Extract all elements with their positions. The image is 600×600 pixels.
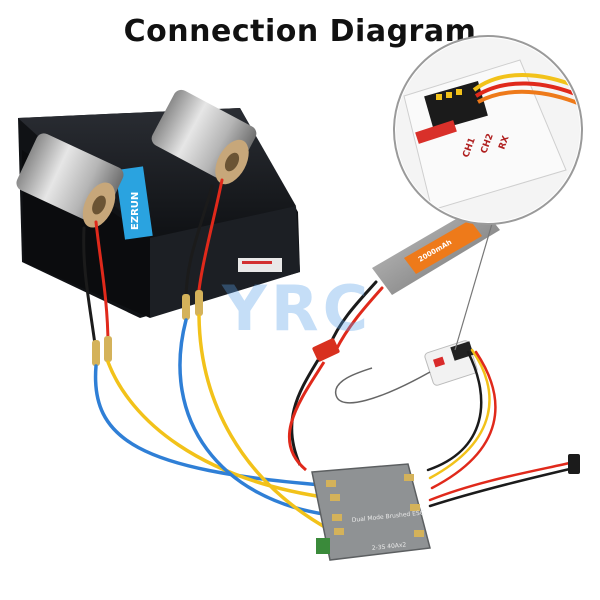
box-sticker [238, 258, 282, 272]
bullet-connectors [92, 290, 203, 366]
battery-leads [328, 280, 384, 352]
receiver [424, 340, 478, 386]
motor-right [151, 89, 257, 185]
esc-board: Dual Mode Brushed ESC 2-3S 40Ax2 [311, 463, 431, 561]
esc-motor-wires [93, 314, 332, 532]
switch-harness [428, 460, 576, 508]
t-plug [312, 338, 340, 362]
box-brand-strip [115, 166, 153, 240]
receiver-antenna [335, 367, 431, 404]
inset-label-rx: RX [497, 135, 511, 152]
signal-wires [426, 348, 497, 490]
motor-wires [82, 178, 224, 354]
motor-left [16, 133, 124, 228]
page-title: Connection Diagram [123, 14, 477, 49]
receiver-inset: CH1 CH2 RX [393, 35, 583, 225]
watermark: YRC [221, 272, 372, 345]
box-brand-label: EZRUN [130, 192, 141, 230]
power-switch [568, 454, 580, 474]
battery: 2000mAh [372, 205, 500, 295]
battery-label-area [404, 220, 482, 274]
esc-spec: 2-3S 40Ax2 [371, 541, 406, 552]
